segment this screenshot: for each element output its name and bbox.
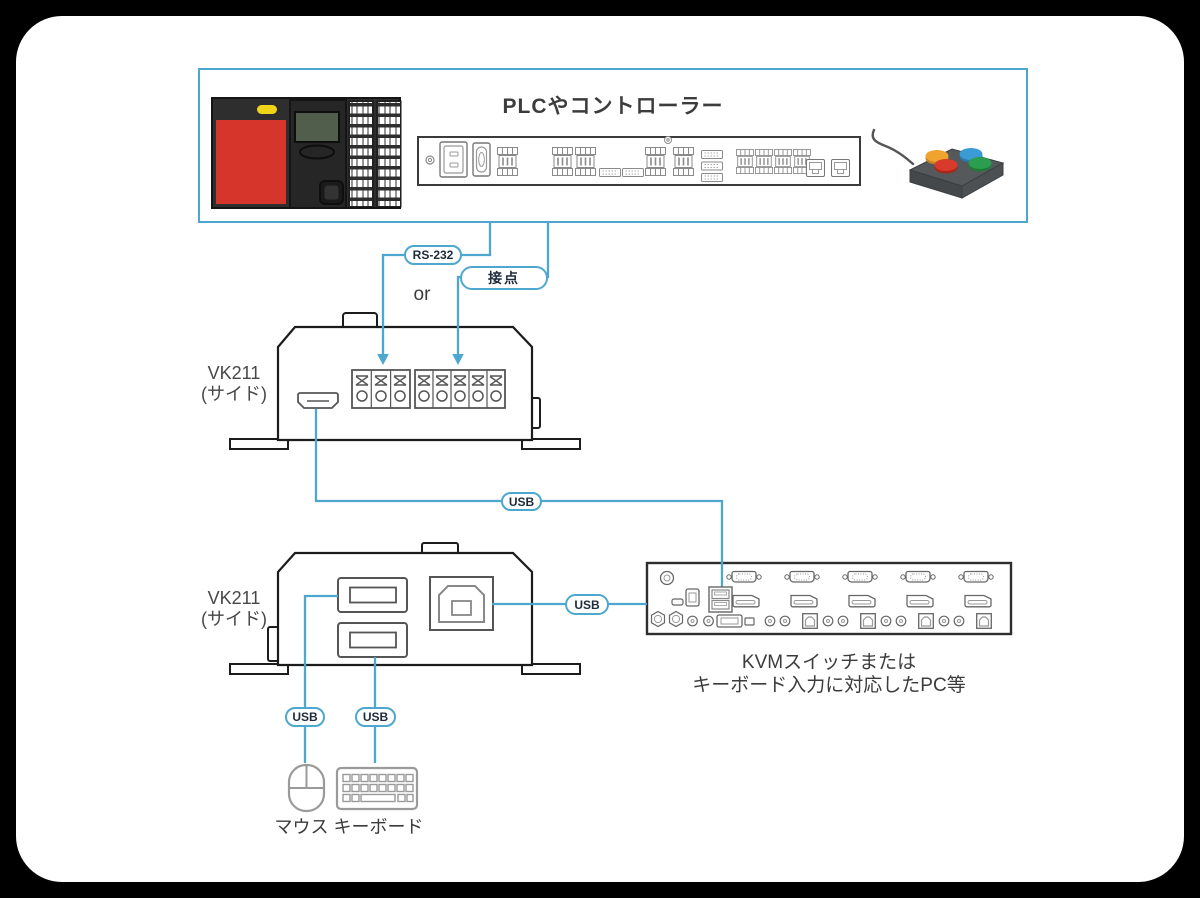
device-bottom-name: VK211 [207, 588, 261, 608]
kvm-caption: KVMスイッチまたは キーボード入力に対応したPC等 [647, 651, 1011, 697]
rs232-label-pill: RS-232 [404, 245, 462, 265]
usb-label-pill-kvm: USB [565, 594, 609, 615]
device-bottom-label: VK211 (サイド) [186, 588, 282, 630]
usb-label-pill-middle: USB [501, 492, 542, 511]
kvm-caption-line1: KVMスイッチまたは [741, 652, 917, 673]
keyboard-icon [335, 766, 419, 811]
usb-label-pill-keyboard: USB [355, 707, 396, 727]
plc-group-box [198, 68, 1028, 223]
rs232-arrowhead [377, 354, 389, 365]
contact-arrowhead [452, 354, 464, 365]
kvm-caption-line2: キーボード入力に対応したPC等 [692, 675, 966, 696]
device-top-label: VK211 (サイド) [186, 363, 282, 405]
or-label: or [413, 284, 431, 305]
usb-b-port-icon [429, 576, 494, 631]
vk211-top-device-icon [229, 312, 581, 450]
push-button-box-icon [871, 128, 1005, 199]
vk211-bottom-device-icon [229, 542, 581, 675]
usb-a-port-icon [337, 577, 408, 658]
device-top-name: VK211 [207, 363, 261, 383]
hdmi-port-icon [297, 392, 339, 409]
contact-label-pill: 接点 [460, 266, 548, 290]
plc-icon [211, 97, 402, 209]
terminal-block-5pin-icon [414, 369, 506, 409]
plc-title: PLCやコントローラー [502, 95, 724, 118]
usb-label-pill-mouse: USB [285, 707, 325, 727]
controller-board-icon [417, 136, 861, 186]
peripherals-label: マウス キーボード [274, 817, 424, 837]
kvm-ports [650, 570, 994, 629]
terminal-block-3pin-icon [351, 369, 411, 409]
device-bottom-view: (サイド) [201, 609, 267, 629]
mouse-icon [287, 763, 326, 813]
kvm-usb-stack-icon [708, 586, 733, 613]
device-top-view: (サイド) [201, 384, 267, 404]
